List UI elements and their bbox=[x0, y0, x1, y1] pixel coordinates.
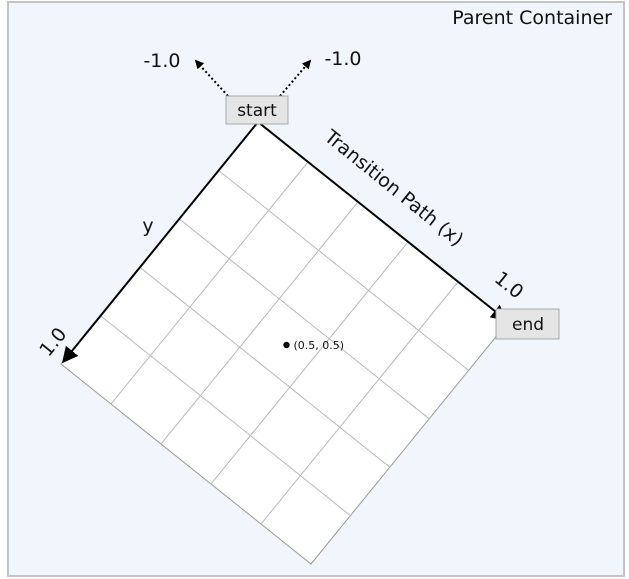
start-node bbox=[225, 95, 289, 125]
end-node bbox=[495, 308, 560, 340]
midpoint-dot bbox=[283, 341, 290, 349]
negative-arrow-left bbox=[194, 59, 229, 97]
grid-line-x bbox=[160, 201, 359, 445]
grid-line-y bbox=[178, 218, 430, 420]
grid-line-x bbox=[110, 161, 309, 405]
y-axis-arrow bbox=[61, 121, 259, 364]
negative-arrow-right bbox=[279, 59, 312, 97]
grid-line-x bbox=[210, 241, 409, 485]
grid-line-x bbox=[260, 281, 459, 525]
negative-label-left: -1.0 bbox=[143, 50, 180, 72]
grid-line-y bbox=[139, 266, 391, 468]
start-node-label: start bbox=[237, 101, 277, 121]
grid-line-y bbox=[218, 170, 469, 371]
end-node-label: end bbox=[512, 315, 544, 335]
y-axis-label: y bbox=[142, 215, 153, 237]
container-title: Parent Container bbox=[452, 7, 612, 29]
grid-line-y bbox=[100, 315, 351, 516]
negative-label-right: -1.0 bbox=[324, 48, 361, 70]
midpoint-label: (0.5, 0.5) bbox=[294, 339, 345, 352]
x-axis-arrow bbox=[257, 121, 508, 321]
